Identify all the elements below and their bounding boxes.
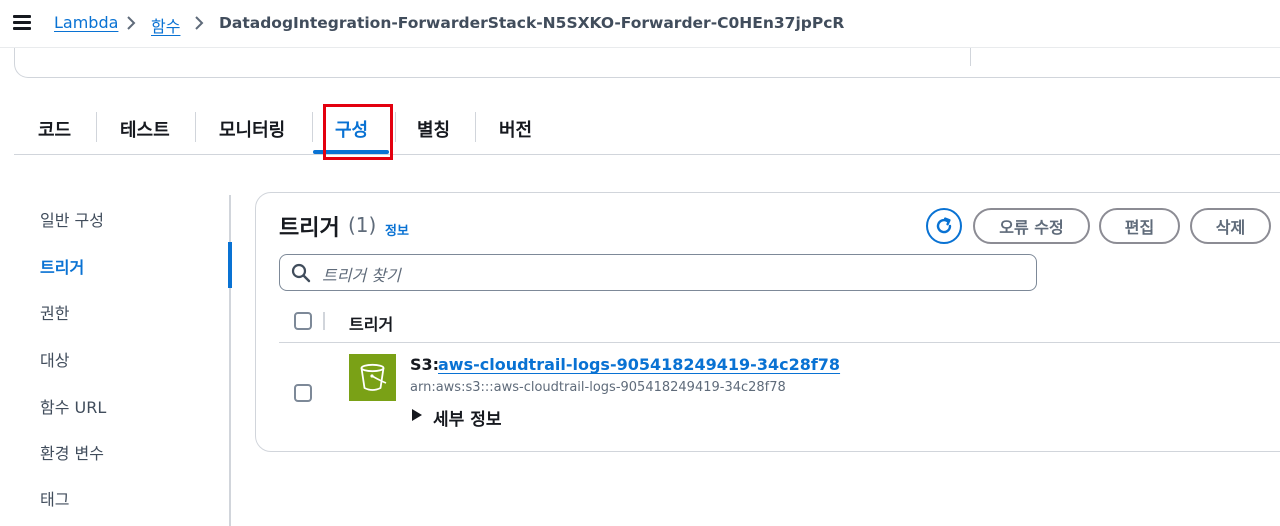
trigger-count: (1) [348, 213, 377, 237]
tab-divider [96, 112, 97, 142]
breadcrumb-functions[interactable]: 함수 [151, 17, 181, 36]
divider [970, 48, 971, 66]
sidebar-item-environment-variables[interactable]: 환경 변수 [40, 444, 104, 463]
column-divider [323, 312, 325, 330]
breadcrumb-lambda[interactable]: Lambda [54, 13, 119, 32]
top-navigation-bar: Lambda 함수 DatadogIntegration-ForwarderSt… [0, 0, 1280, 48]
fix-errors-button[interactable]: 오류 수정 [973, 208, 1090, 244]
trigger-source-prefix: S3: [410, 355, 440, 374]
tab-code[interactable]: 코드 [38, 120, 72, 141]
sidenav-divider [229, 195, 231, 526]
tab-monitoring[interactable]: 모니터링 [219, 120, 286, 141]
tab-versions[interactable]: 버전 [499, 120, 533, 141]
function-tabs: 코드 테스트 모니터링 구성 별칭 버전 [14, 100, 1280, 155]
chevron-right-icon [127, 16, 136, 30]
tab-divider [395, 112, 396, 142]
search-placeholder: 트리거 찾기 [322, 266, 401, 285]
row-checkbox[interactable] [294, 384, 312, 402]
tab-divider [475, 112, 476, 142]
active-tab-indicator [313, 150, 389, 154]
tab-divider [312, 112, 313, 142]
search-input[interactable] [279, 254, 1037, 291]
tab-divider [195, 112, 196, 142]
trigger-bucket-link[interactable]: aws-cloudtrail-logs-905418249419-34c28f7… [438, 355, 841, 374]
column-header-trigger: 트리거 [349, 315, 394, 334]
sidebar-item-general-config[interactable]: 일반 구성 [40, 211, 104, 230]
delete-button[interactable]: 삭제 [1190, 208, 1271, 244]
info-link[interactable]: 정보 [385, 224, 409, 239]
tab-test[interactable]: 테스트 [120, 120, 170, 141]
refresh-icon [936, 217, 952, 234]
tab-configuration[interactable]: 구성 [335, 120, 369, 141]
sidebar-item-tags[interactable]: 태그 [40, 490, 70, 509]
s3-bucket-icon [349, 354, 396, 401]
breadcrumb-current-function: DatadogIntegration-ForwarderStack-N5SXKO… [219, 14, 845, 32]
sidenav-active-indicator [228, 242, 232, 288]
panel-title: 트리거 [279, 216, 340, 241]
sidebar-item-destinations[interactable]: 대상 [40, 351, 70, 370]
row-divider [279, 342, 1280, 343]
edit-button[interactable]: 편집 [1099, 208, 1180, 244]
trigger-arn: arn:aws:s3:::aws-cloudtrail-logs-9054182… [410, 380, 786, 395]
sidebar-item-triggers[interactable]: 트리거 [40, 258, 85, 277]
function-overview-card [14, 48, 1280, 78]
caret-right-icon[interactable] [412, 409, 422, 421]
select-all-checkbox[interactable] [294, 312, 312, 330]
details-toggle[interactable]: 세부 정보 [433, 410, 502, 430]
tab-aliases[interactable]: 별칭 [417, 120, 451, 141]
menu-icon[interactable] [13, 15, 31, 30]
chevron-right-icon [195, 16, 204, 30]
refresh-button[interactable] [926, 208, 962, 244]
sidebar-item-permissions[interactable]: 권한 [40, 304, 70, 323]
search-icon [291, 263, 311, 283]
annotation-highlight-box [323, 104, 393, 160]
sidebar-item-function-url[interactable]: 함수 URL [40, 398, 107, 417]
